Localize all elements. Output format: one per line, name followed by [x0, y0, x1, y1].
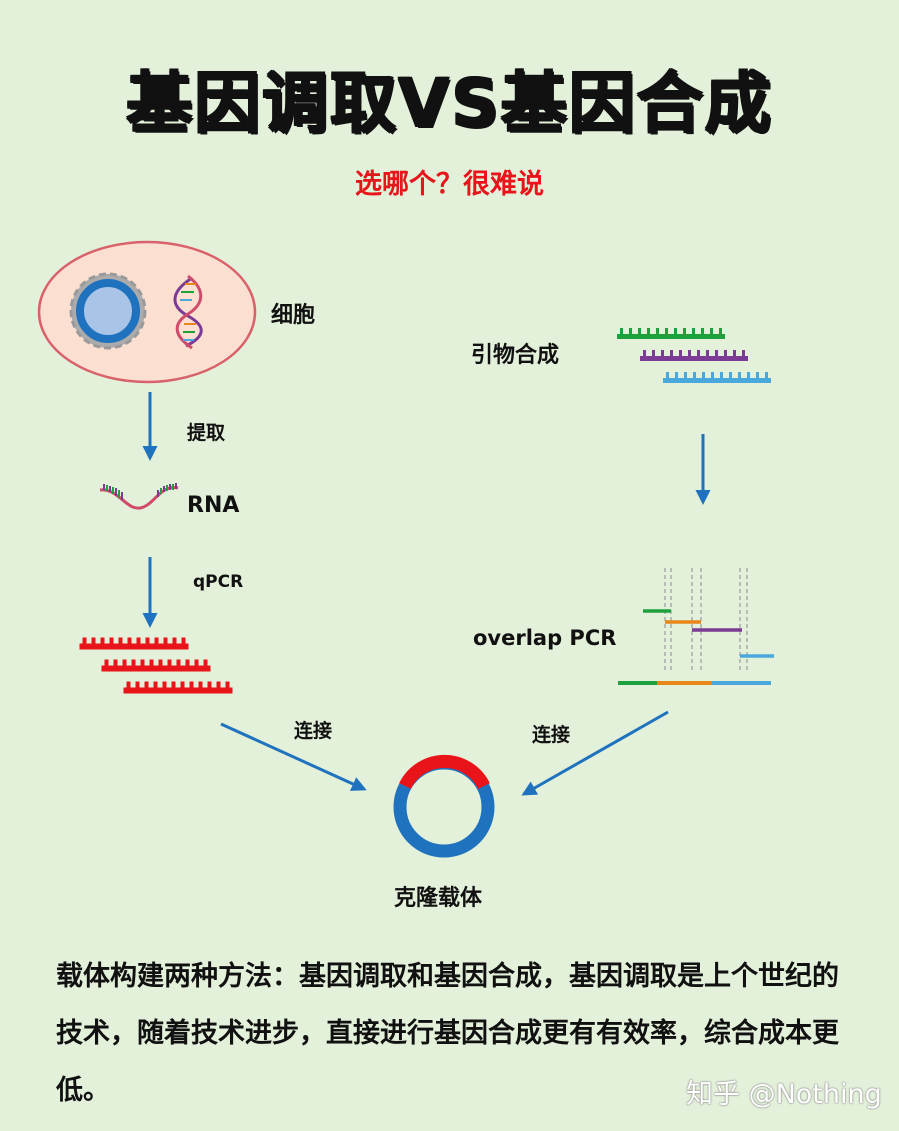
- rna-icon: [99, 483, 179, 510]
- pcr-strand-2: [101, 659, 211, 672]
- watermark: 知乎 @Nothing: [686, 1079, 882, 1110]
- overlap-pcr-label: overlap PCR: [473, 626, 617, 650]
- overlap-pcr-illustration: [618, 568, 774, 685]
- connect-left-label: 连接: [294, 720, 333, 742]
- description-text: 载体构建两种方法：基因调取和基因合成，基因调取是上个世纪的技术，随着技术进步，直…: [56, 961, 839, 1106]
- pcr-product-strands: [79, 637, 233, 694]
- pcr-strand-3: [123, 681, 233, 694]
- cell-label: 细胞: [271, 303, 316, 328]
- primer-strand-green: [617, 328, 725, 339]
- primer-strand-blue: [663, 372, 771, 383]
- primer-strand-purple: [640, 350, 748, 361]
- cloning-vector-label: 克隆载体: [394, 886, 483, 911]
- primer-synthesis-label: 引物合成: [471, 343, 560, 368]
- page-title: 基因调取VS基因合成: [126, 65, 773, 142]
- plasmid-vector-icon: [393, 754, 495, 858]
- subtitle: 选哪个？很难说: [355, 169, 544, 200]
- cell-illustration: [37, 240, 257, 384]
- rna-label: RNA: [187, 493, 240, 518]
- extract-label: 提取: [187, 422, 226, 444]
- connect-right-label: 连接: [532, 724, 571, 746]
- arrow-connect-left: [220, 722, 367, 791]
- dna-icon: [173, 274, 203, 350]
- primer-strands: [617, 328, 771, 383]
- pcr-strand-1: [79, 637, 189, 650]
- arrow-connect-right: [521, 710, 669, 796]
- qpcr-label: qPCR: [193, 572, 244, 592]
